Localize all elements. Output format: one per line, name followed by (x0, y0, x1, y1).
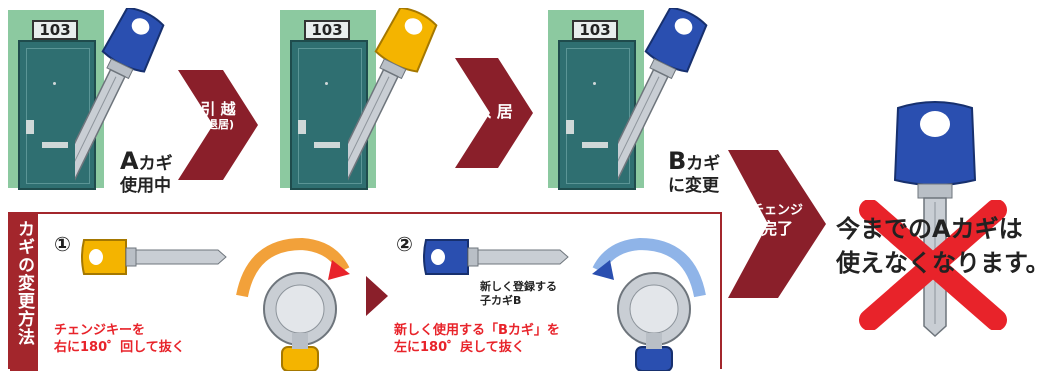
step2-line1: 新しく使用する「Bカギ」を (394, 323, 560, 338)
step1-line2: 右に180゜回して抜く (54, 340, 185, 355)
arrow3-label: チェンジ (750, 203, 803, 218)
door-icon (18, 40, 96, 190)
step1-label: Aカギ 使用中 (120, 147, 173, 197)
step2-key-label-line2: 子カギB (480, 294, 522, 307)
method-panel: カギの変更方法 ① チェンジキーを 右に180゜回して抜く ② 新しく登録する … (8, 212, 722, 371)
method-title-text: カギの変更方法 (14, 220, 34, 346)
blue-key-icon (75, 8, 165, 191)
door-number: 103 (32, 20, 78, 40)
door-panel-3: 103 (548, 10, 644, 190)
step2-line2: 左に180゜戻して抜く (394, 340, 525, 355)
cross-icon (859, 200, 1007, 330)
method-title: カギの変更方法 (10, 214, 38, 371)
step1-label-line2: 使用中 (120, 176, 171, 196)
step1-label-rest: カギ (138, 154, 173, 174)
step1-instruction: チェンジキーを 右に180゜回して抜く (54, 322, 185, 356)
door-panel-1: 103 (8, 10, 104, 190)
step3-label-rest: カギ (686, 154, 721, 174)
yellow-key-icon (81, 239, 227, 275)
arrow-change-complete: チェンジ 完了 (728, 150, 826, 298)
step1-line1: チェンジキーを (54, 323, 146, 338)
result-line1: 今までのAカギは (836, 215, 1023, 243)
arrow-moving-in: 入 居 (455, 58, 533, 168)
yellow-key-icon (348, 8, 438, 191)
arrow-moving-out: 引 越 (退居) (178, 70, 258, 180)
step1-number: ① (54, 232, 71, 256)
cylinder-lock-icon (617, 272, 691, 371)
door-number: 103 (572, 20, 618, 40)
result-line2: 使えなくなります。 (836, 249, 1050, 277)
step2-key-label-line1: 新しく登録する (480, 280, 557, 293)
arrow1-label: 引 越 (200, 100, 236, 118)
step2-number: ② (396, 232, 413, 256)
step2-key-label: 新しく登録する 子カギB (480, 280, 557, 308)
result-message: 今までのAカギは 使えなくなります。 (836, 212, 1055, 280)
key-b-letter: B (668, 147, 687, 175)
cylinder-lock-icon (263, 272, 337, 371)
step3-label-line2: に変更 (668, 176, 719, 196)
arrow1-sublabel: (退居) (201, 118, 235, 131)
door-number: 103 (304, 20, 350, 40)
arrow2-label: 入 居 (475, 102, 513, 121)
rotate-arrow-icon (592, 237, 706, 298)
step2-instruction: 新しく使用する「Bカギ」を 左に180゜戻して抜く (394, 322, 560, 356)
step3-label: Bカギ に変更 (668, 147, 721, 197)
blue-key-icon (423, 239, 569, 275)
key-a-letter: A (120, 147, 139, 175)
arrow3-sublabel: 完了 (760, 219, 793, 238)
blue-key-icon (618, 8, 708, 191)
door-icon (558, 40, 636, 190)
rotate-arrow-icon (236, 237, 350, 298)
step-arrow (366, 276, 388, 316)
